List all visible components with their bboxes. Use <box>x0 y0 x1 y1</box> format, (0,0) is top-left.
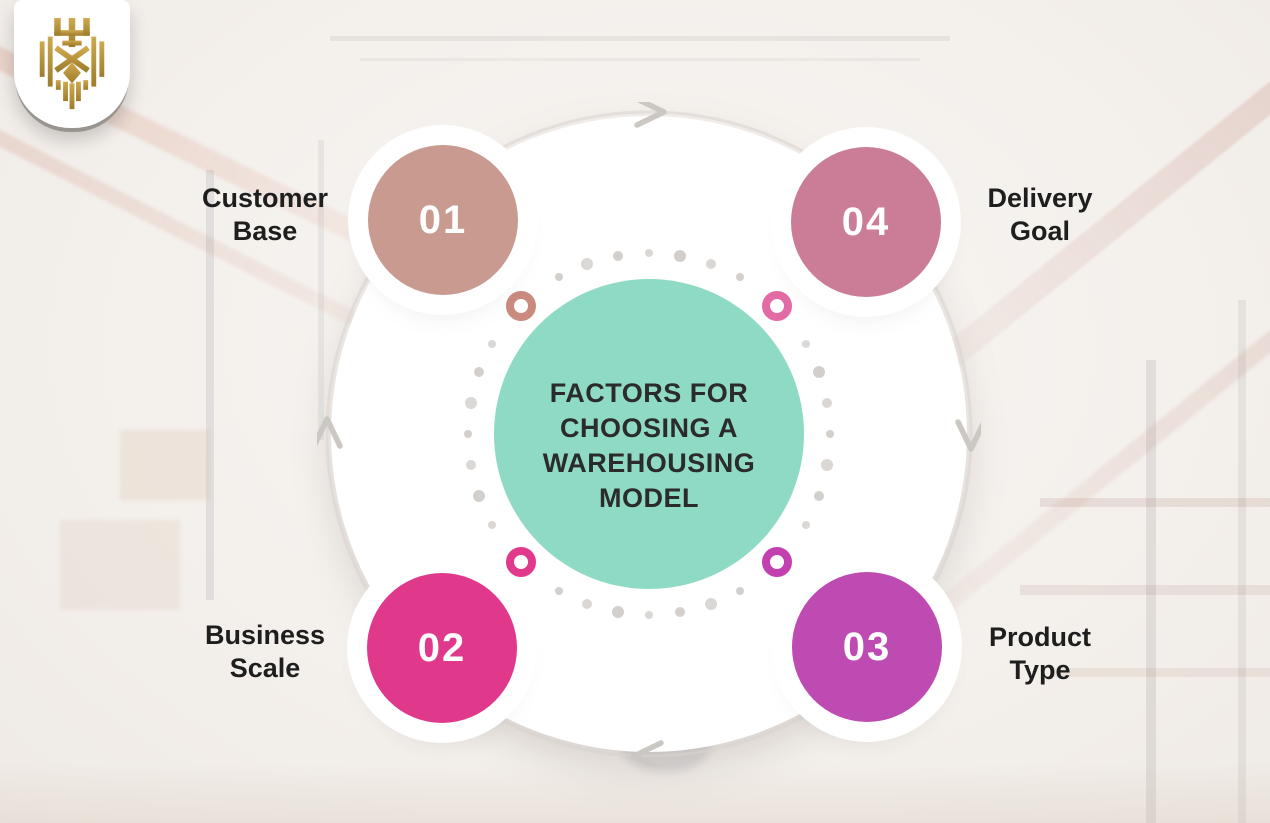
center-circle: FACTORS FOR CHOOSING A WAREHOUSING MODEL <box>494 279 804 589</box>
clockwise-arrows-icon <box>317 102 981 766</box>
backdrop-shelf <box>1040 498 1270 507</box>
factor-label-line: Delivery <box>987 183 1093 213</box>
ring-dot <box>674 249 687 262</box>
factor-label-product-type: Product Type <box>905 621 1175 688</box>
ring-dot <box>645 249 653 257</box>
ring-dot <box>826 430 834 438</box>
ring-dot <box>554 273 563 282</box>
center-title-line: MODEL <box>599 483 699 514</box>
ring-dot <box>473 367 484 378</box>
factor-label-business-scale: Business Scale <box>130 619 400 686</box>
factor-circle-04: 04 <box>791 147 941 297</box>
factor-circle-03: 03 <box>792 572 942 722</box>
factor-number: 04 <box>841 199 891 244</box>
backdrop-ceiling-line <box>330 36 950 41</box>
factor-label-line: Customer <box>201 183 329 213</box>
factor-label-line: Base <box>232 216 298 247</box>
ring-dot <box>582 599 593 610</box>
donut-accent-top-right <box>762 291 792 321</box>
donut-accent-bottom-left <box>506 547 536 577</box>
ring-dot <box>488 339 497 348</box>
ring-dot <box>465 460 476 471</box>
ring-dot <box>813 366 826 379</box>
ring-dot <box>822 397 833 408</box>
ring-dot <box>801 339 810 348</box>
logo-badge <box>14 0 130 128</box>
ring-dot <box>675 607 686 618</box>
ring-dot <box>488 520 497 529</box>
factor-label-line: Business <box>204 620 326 650</box>
backdrop-rack-post <box>318 140 324 440</box>
ring-dot <box>554 586 563 595</box>
donut-accent-bottom-right <box>762 547 792 577</box>
ring-dot <box>801 520 810 529</box>
backdrop-rack-post <box>1146 360 1156 823</box>
center-title-line: FACTORS FOR <box>549 377 749 408</box>
factor-label-line: Goal <box>1009 216 1070 247</box>
backdrop-boxes <box>60 520 180 610</box>
factor-label-line: Product <box>988 622 1091 652</box>
ring-dot <box>612 250 623 261</box>
factor-label-customer-base: Customer Base <box>130 182 400 249</box>
factor-circle-01: 01 <box>368 145 518 295</box>
ring-dot <box>704 598 717 611</box>
backdrop-rack-post <box>206 170 214 600</box>
ring-dot <box>472 489 485 502</box>
ring-dot <box>464 430 472 438</box>
ring-dot <box>821 459 834 472</box>
factor-number: 03 <box>842 624 892 669</box>
backdrop-shelf <box>1050 668 1270 677</box>
center-title-line: WAREHOUSING <box>542 448 756 478</box>
factor-label-line: Type <box>1009 655 1071 686</box>
factor-label-delivery-goal: Delivery Goal <box>905 182 1175 249</box>
gold-lion-crest-icon <box>39 18 105 110</box>
backdrop-rack-post <box>1238 300 1246 823</box>
backdrop-floor <box>0 763 1270 823</box>
ring-dot <box>581 257 594 270</box>
ring-dot <box>735 586 744 595</box>
dotted-ring <box>459 244 839 624</box>
ring-dot <box>464 396 477 409</box>
backdrop-ceiling-line <box>360 58 920 61</box>
backdrop-boxes <box>120 430 210 500</box>
factor-number: 02 <box>417 625 467 670</box>
ring-dot <box>814 490 825 501</box>
center-title-line: CHOOSING A <box>559 412 738 443</box>
ring-dot <box>645 611 653 619</box>
ring-dot <box>735 273 744 282</box>
center-title: FACTORS FOR CHOOSING A WAREHOUSING MODEL <box>515 376 783 516</box>
factor-label-line: Scale <box>229 653 301 684</box>
factor-number: 01 <box>418 197 468 242</box>
backdrop-shelf <box>1020 585 1270 595</box>
ring-dot <box>611 606 624 619</box>
factor-circle-02: 02 <box>367 573 517 723</box>
donut-accent-top-left <box>506 291 536 321</box>
ring-dot <box>705 258 716 269</box>
